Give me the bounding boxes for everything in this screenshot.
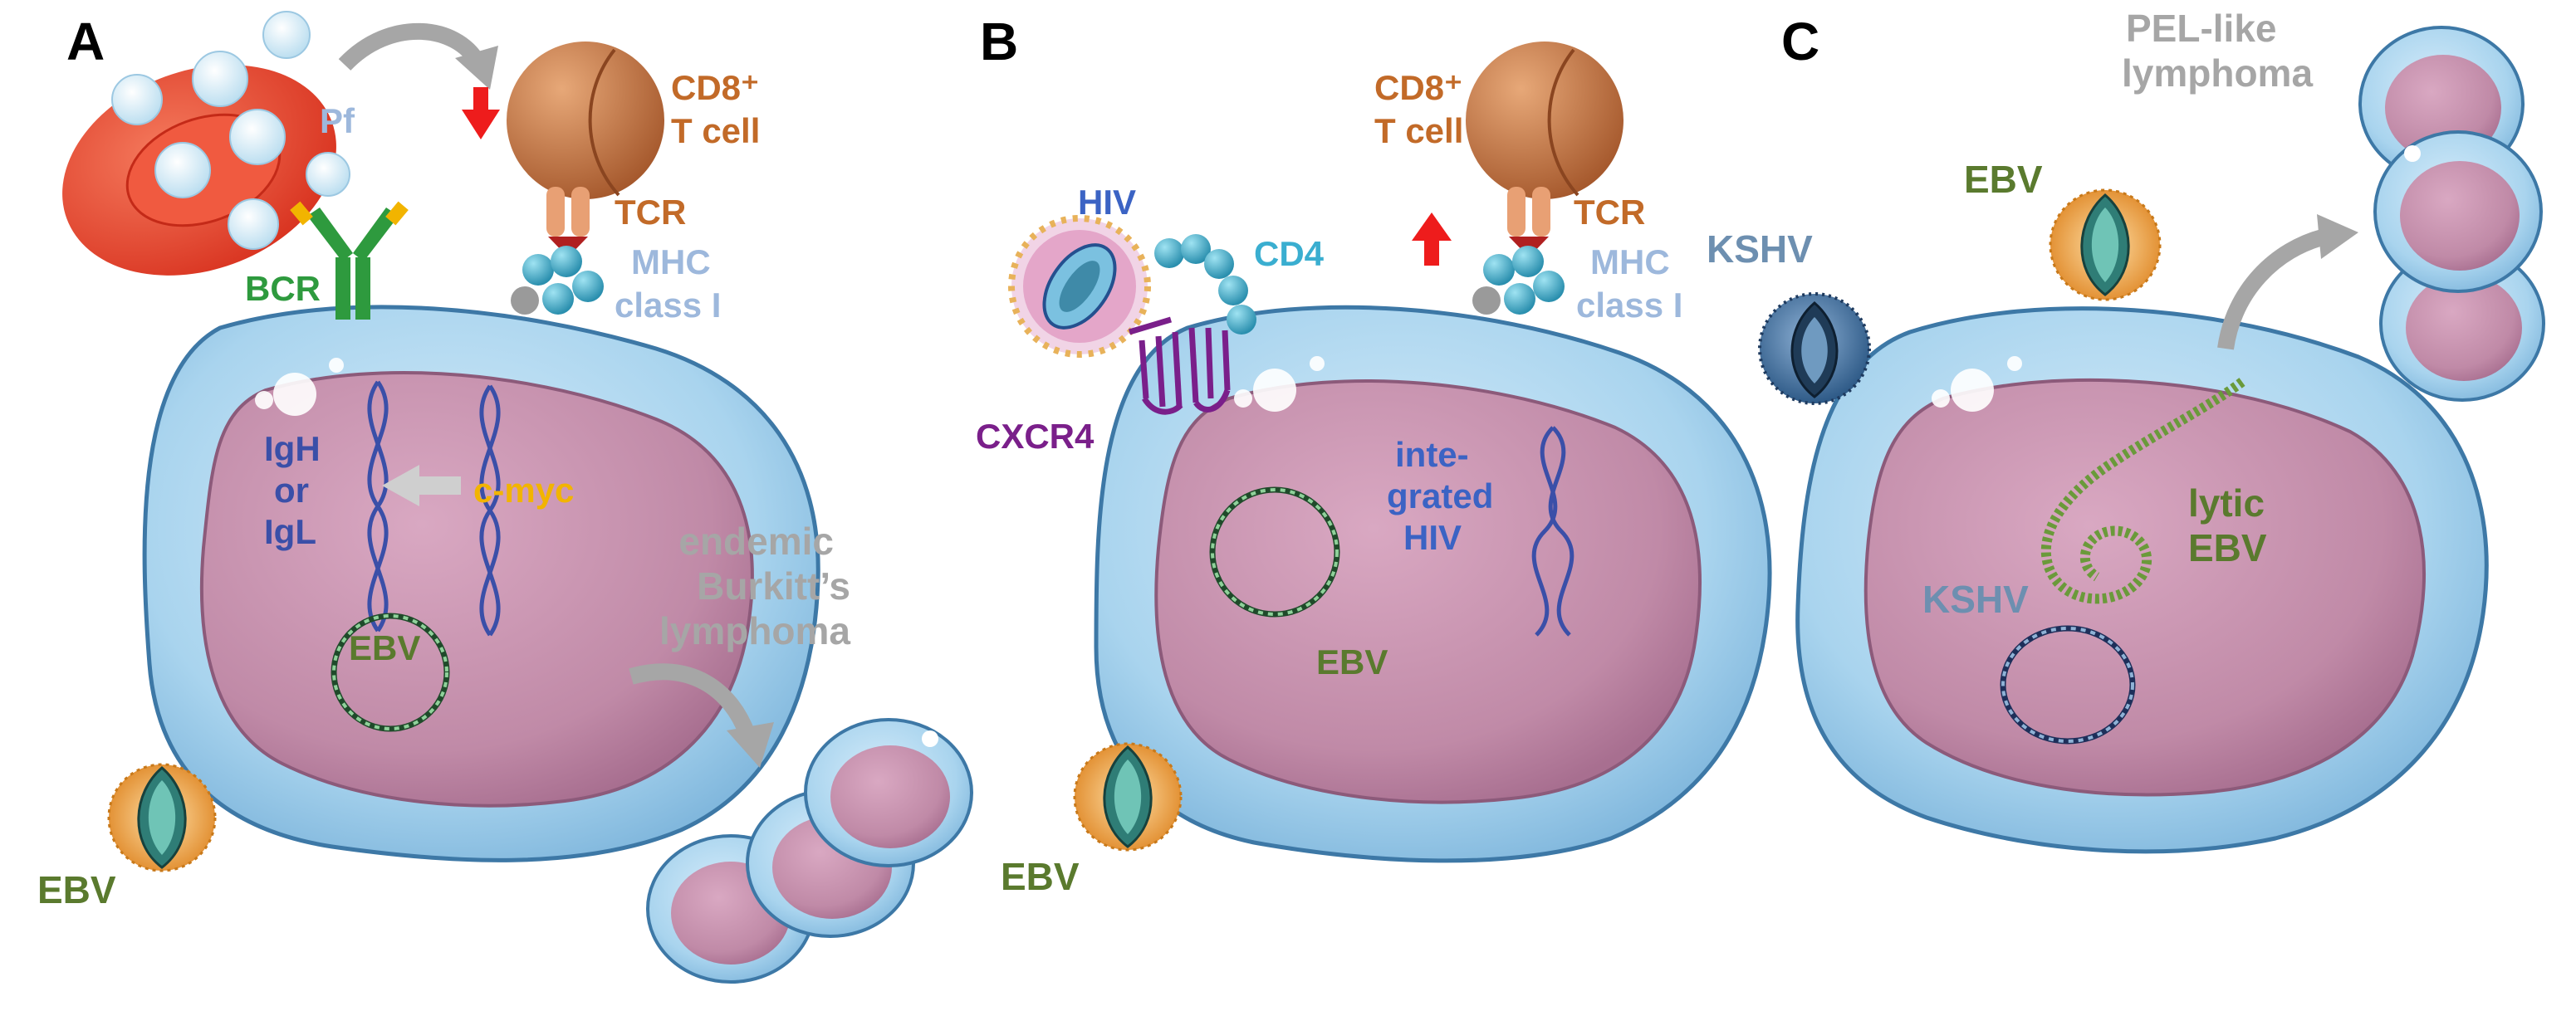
kshv-nucleus-label: KSHV	[1922, 578, 2029, 621]
ebv-virion-icon	[1073, 742, 1183, 852]
tcr-b-label: TCR	[1574, 193, 1645, 232]
panel-c-label: C	[1781, 12, 1819, 71]
or-label: or	[274, 471, 309, 510]
ebv-virion-icon	[107, 763, 217, 872]
integrated-line2: grated	[1387, 476, 1493, 515]
tcr-a-label: TCR	[615, 193, 686, 232]
panel-c: C lytic EBV KSHV KSHV	[1707, 7, 2545, 854]
bcr-antibody-icon	[290, 201, 409, 320]
cd8-b-line2: T cell	[1374, 111, 1463, 150]
cd4-receptor-icon	[1154, 234, 1256, 335]
cd4-label: CD4	[1254, 234, 1325, 273]
dna-helix-icon	[1531, 426, 1574, 637]
pf-label: Pf	[320, 101, 355, 140]
cd8-a-line1: CD8⁺	[671, 68, 759, 107]
lymphoma-a-line3: lymphoma	[659, 609, 850, 652]
pel-line2: lymphoma	[2122, 51, 2313, 95]
bcr-label: BCR	[245, 269, 321, 308]
grey-arrow-icon	[629, 663, 756, 738]
red-down-arrow-icon	[462, 87, 500, 139]
lymphoma-cells-c	[2332, 26, 2545, 402]
cmyc-label: c-myc	[473, 471, 574, 510]
panel-a: A IgH or IgL c-myc EBV	[37, 11, 973, 984]
lytic-line2: EBV	[2188, 526, 2267, 569]
b-cell-c	[1795, 306, 2489, 854]
mhc-b-line1: MHC	[1590, 242, 1670, 281]
t-cell-icon	[507, 42, 664, 257]
mhc-class-i-icon	[1472, 246, 1565, 315]
episome-icon	[331, 613, 450, 732]
lymphoma-cells-a	[646, 718, 973, 984]
mhc-a-line1: MHC	[631, 242, 711, 281]
lytic-line1: lytic	[2188, 481, 2265, 525]
mhc-b-line2: class I	[1576, 286, 1682, 325]
hiv-virion-icon	[1008, 215, 1151, 358]
integrated-line1: inte-	[1395, 435, 1469, 474]
cxcr4-label: CXCR4	[976, 417, 1095, 456]
ebv-virion-c-label: EBV	[1964, 158, 2043, 201]
lymphoma-a-line1: endemic	[678, 520, 834, 563]
ebv-virion-b-label: EBV	[1001, 855, 1080, 898]
cd8-b-line1: CD8⁺	[1374, 68, 1462, 107]
episome-icon	[1209, 486, 1340, 618]
hiv-label: HIV	[1078, 183, 1136, 222]
dna-helix-icon	[479, 384, 501, 637]
ebv-nucleus-a-label: EBV	[349, 628, 420, 667]
nucleus-b	[1154, 379, 1702, 804]
kshv-virion-icon	[1758, 292, 1871, 405]
ebv-virion-icon	[2049, 188, 2162, 301]
grey-arrow-icon	[2217, 228, 2328, 350]
grey-arrow-icon	[338, 22, 485, 71]
lymphoma-a-line2: Burkitt’s	[697, 564, 850, 608]
cd8-a-line2: T cell	[671, 111, 760, 150]
red-up-arrow-icon	[1412, 212, 1452, 266]
igl-label: IgL	[264, 512, 316, 551]
panel-b-label: B	[980, 12, 1018, 71]
mhc-a-line2: class I	[615, 286, 721, 325]
episome-icon	[2000, 625, 2136, 745]
red-blood-cell-icon	[62, 11, 350, 276]
panel-b: B EBV inte- grated HIV HIV	[976, 12, 1772, 898]
dna-helix-icon	[367, 380, 389, 632]
igh-label: IgH	[264, 429, 321, 468]
b-cell-b	[1094, 305, 1772, 863]
cxcr4-receptor-icon	[1128, 316, 1231, 415]
mhc-class-i-icon	[511, 246, 604, 315]
integrated-line3: HIV	[1403, 518, 1462, 557]
kshv-virion-label: KSHV	[1707, 227, 1813, 271]
panel-a-label: A	[66, 12, 105, 71]
ebv-nucleus-b-label: EBV	[1316, 642, 1388, 681]
ebv-virion-a-label: EBV	[37, 868, 116, 911]
pel-line1: PEL-like	[2126, 7, 2277, 50]
